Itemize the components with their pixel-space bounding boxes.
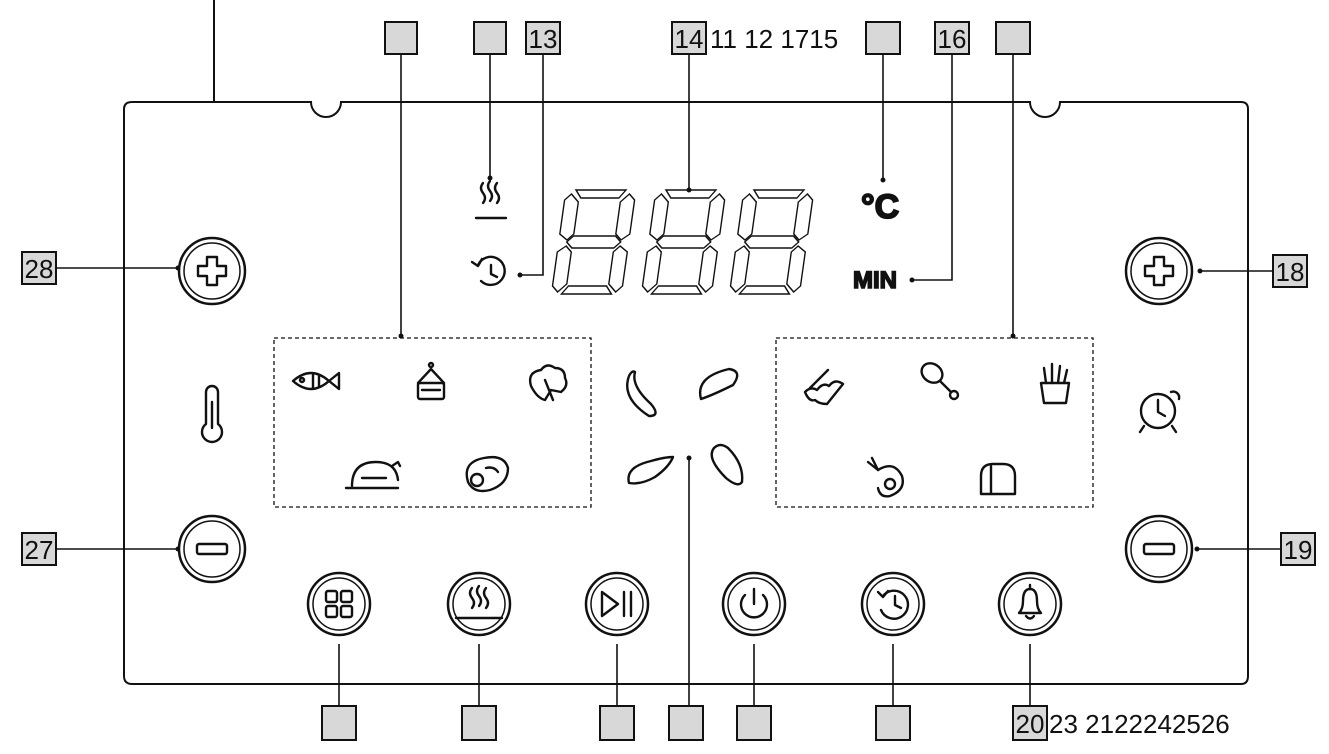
callout-16-label: 16 <box>938 24 967 54</box>
alarm-clock-icon <box>1138 390 1181 434</box>
bottom-callout-row-text: 23 2122242526 <box>1049 709 1230 739</box>
time-plus-button[interactable] <box>1124 236 1194 306</box>
delay-indicator-icon <box>470 255 506 287</box>
callout-box-16 <box>934 21 970 55</box>
callout-box-blank <box>599 705 635 741</box>
callout-box-28 <box>21 251 57 285</box>
temperature-plus-button[interactable] <box>177 236 247 306</box>
power-button[interactable] <box>721 571 787 637</box>
callout-box-blank <box>875 705 911 741</box>
plus-icon <box>1143 255 1175 287</box>
chicken-icon[interactable] <box>344 460 402 490</box>
fish-icon[interactable] <box>291 371 341 391</box>
play-pause-icon <box>600 590 633 618</box>
fan-icon <box>626 367 744 486</box>
top-callout-row-text: 11 12 1715 <box>710 24 838 54</box>
reminder-button[interactable] <box>997 571 1063 637</box>
callout-14-label: 14 <box>675 24 704 54</box>
callout-20-label: 20 <box>1016 709 1045 739</box>
callout-box-blank <box>473 21 507 55</box>
delay-button[interactable] <box>860 571 926 637</box>
leader-line <box>912 54 953 281</box>
digit-2 <box>641 189 726 295</box>
fries-icon[interactable] <box>1039 362 1071 405</box>
menu-button[interactable] <box>306 571 372 637</box>
minus-icon <box>1142 542 1176 556</box>
callout-13-label: 13 <box>529 24 558 54</box>
callout-28-label: 28 <box>25 254 54 284</box>
callout-18-label: 18 <box>1276 257 1305 287</box>
leader-line <box>520 54 544 276</box>
digit-3 <box>729 189 814 295</box>
celsius-unit-indicator: °C <box>861 188 899 226</box>
bell-icon <box>1017 583 1043 620</box>
bacon-icon[interactable] <box>803 368 845 406</box>
right-food-mode-group <box>775 337 1094 508</box>
callout-box-blank <box>736 705 772 741</box>
minutes-unit-indicator: MIN <box>853 267 897 294</box>
left-food-mode-group <box>273 337 592 508</box>
steak-icon[interactable] <box>465 455 510 493</box>
grid-icon <box>324 589 354 619</box>
shrimp-icon[interactable] <box>866 456 904 498</box>
drumstick-icon[interactable] <box>918 359 960 401</box>
callout-19-label: 19 <box>1284 535 1313 565</box>
bread-icon[interactable] <box>979 462 1017 496</box>
delay-icon <box>876 589 910 620</box>
temperature-minus-button[interactable] <box>177 514 247 584</box>
seven-segment-display <box>551 189 814 295</box>
vegetable-icon[interactable] <box>528 364 568 402</box>
preheat-icon <box>454 584 504 620</box>
preheat-indicator-icon <box>474 179 508 220</box>
preheat-button[interactable] <box>446 571 512 637</box>
callout-box-blank <box>865 21 901 55</box>
power-icon <box>739 587 769 619</box>
callout-box-14 <box>671 21 707 55</box>
time-minus-button[interactable] <box>1124 514 1194 584</box>
callout-box-blank <box>995 21 1031 55</box>
digit-1 <box>551 189 636 295</box>
plus-icon <box>196 255 228 287</box>
callout-box-blank <box>321 705 357 741</box>
callout-box-blank <box>461 705 497 741</box>
minus-icon <box>195 542 229 556</box>
callout-box-blank <box>384 21 418 55</box>
thermometer-icon <box>200 384 224 444</box>
cake-icon[interactable] <box>416 361 446 401</box>
start-pause-button[interactable] <box>584 571 650 637</box>
panel-outline <box>123 101 1249 685</box>
callout-27-label: 27 <box>25 535 54 565</box>
callout-box-blank <box>668 705 704 741</box>
